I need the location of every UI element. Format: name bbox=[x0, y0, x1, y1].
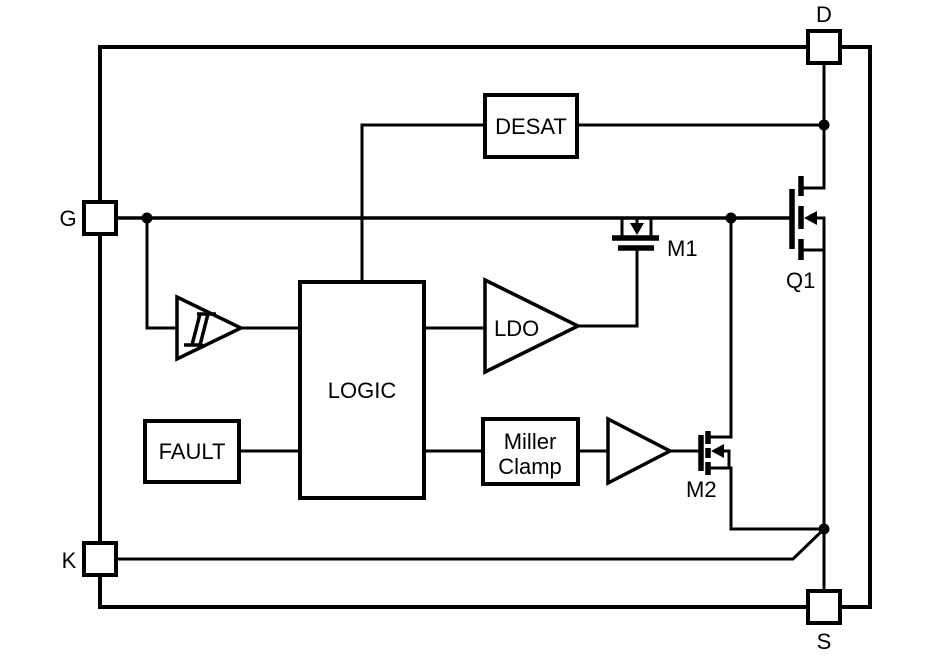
q1-body-to-source bbox=[813, 216, 826, 250]
junction-dot-gate-left bbox=[141, 212, 153, 224]
fault-block bbox=[143, 419, 241, 484]
m2-body-to-source bbox=[720, 449, 731, 468]
junction-dot-source bbox=[818, 523, 830, 535]
miller-clamp-label-line2: Clamp bbox=[498, 454, 562, 479]
q1-label: Q1 bbox=[786, 268, 815, 293]
wire-m2-source-to-junction bbox=[708, 466, 824, 531]
schmitt-trigger bbox=[175, 294, 246, 362]
pin-pad-kelvin bbox=[82, 541, 118, 577]
mosfet-q1 bbox=[789, 176, 826, 260]
miller-clamp-label-line1: Miller bbox=[504, 429, 557, 454]
wire-kelvin bbox=[116, 527, 826, 561]
junction-dot-gate-right bbox=[725, 212, 737, 224]
q1-body-arrow-icon bbox=[804, 211, 817, 225]
ldo-label: LDO bbox=[494, 316, 539, 341]
pin-label-kelvin: K bbox=[62, 548, 77, 573]
pin-label-gate: G bbox=[59, 206, 76, 231]
miller-clamp-block bbox=[481, 417, 580, 486]
buffer-amplifier bbox=[606, 416, 674, 486]
pin-label-source: S bbox=[817, 629, 832, 654]
wire-logic-to-desat bbox=[360, 123, 485, 282]
wire-drain-vertical bbox=[801, 63, 826, 190]
wire-gate-to-schmitt bbox=[145, 218, 177, 330]
pin-label-drain: D bbox=[816, 2, 832, 27]
m1-label: M1 bbox=[667, 236, 698, 261]
wire-ldo-to-m1-gate bbox=[578, 250, 639, 328]
m1-body-arrow-icon bbox=[630, 223, 644, 235]
wire-junction-to-m2-drain bbox=[708, 218, 733, 439]
mosfet-m2 bbox=[698, 431, 731, 475]
logic-block bbox=[298, 280, 426, 500]
m2-label: M2 bbox=[686, 477, 717, 502]
junction-dot-desat-drain bbox=[818, 119, 830, 131]
desat-label: DESAT bbox=[495, 114, 567, 139]
pin-pad-gate bbox=[82, 200, 118, 236]
logic-label: LOGIC bbox=[328, 378, 397, 403]
m2-body-arrow-icon bbox=[711, 444, 724, 458]
pin-pad-drain bbox=[806, 29, 842, 65]
mosfet-m1 bbox=[612, 218, 659, 251]
outer-boundary bbox=[98, 45, 872, 609]
desat-block bbox=[483, 93, 579, 159]
fault-label: FAULT bbox=[159, 439, 226, 464]
hysteresis-icon bbox=[184, 312, 216, 347]
ldo-amplifier bbox=[483, 277, 582, 375]
pin-pad-source bbox=[806, 589, 842, 625]
